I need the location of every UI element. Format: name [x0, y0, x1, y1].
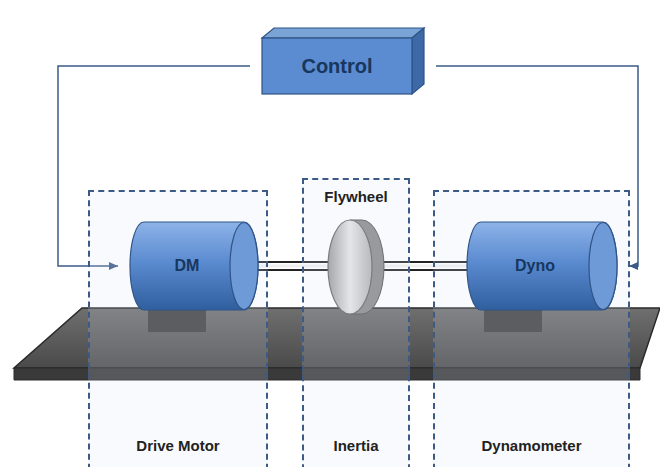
- region-box: Dynamometer Dyno: [433, 190, 630, 467]
- region-label: Inertia: [304, 437, 408, 454]
- cylinder-end: [589, 223, 617, 310]
- motor-cylinder: DM: [118, 222, 270, 310]
- box-side: [412, 28, 424, 94]
- node-label: DM: [118, 257, 270, 275]
- region-box: Drive Motor DM: [88, 190, 268, 467]
- box-top: [262, 28, 424, 38]
- node-label: Dyno: [455, 257, 629, 275]
- region-box: FlywheelInertia: [302, 178, 410, 467]
- cylinder-end: [230, 223, 258, 310]
- motor-cylinder: Dyno: [455, 222, 629, 310]
- region-label: Dynamometer: [435, 437, 628, 454]
- region-label: Drive Motor: [90, 437, 266, 454]
- part-label: Flywheel: [304, 188, 408, 205]
- node-label: Control: [250, 55, 424, 78]
- control-box: Control: [250, 38, 424, 94]
